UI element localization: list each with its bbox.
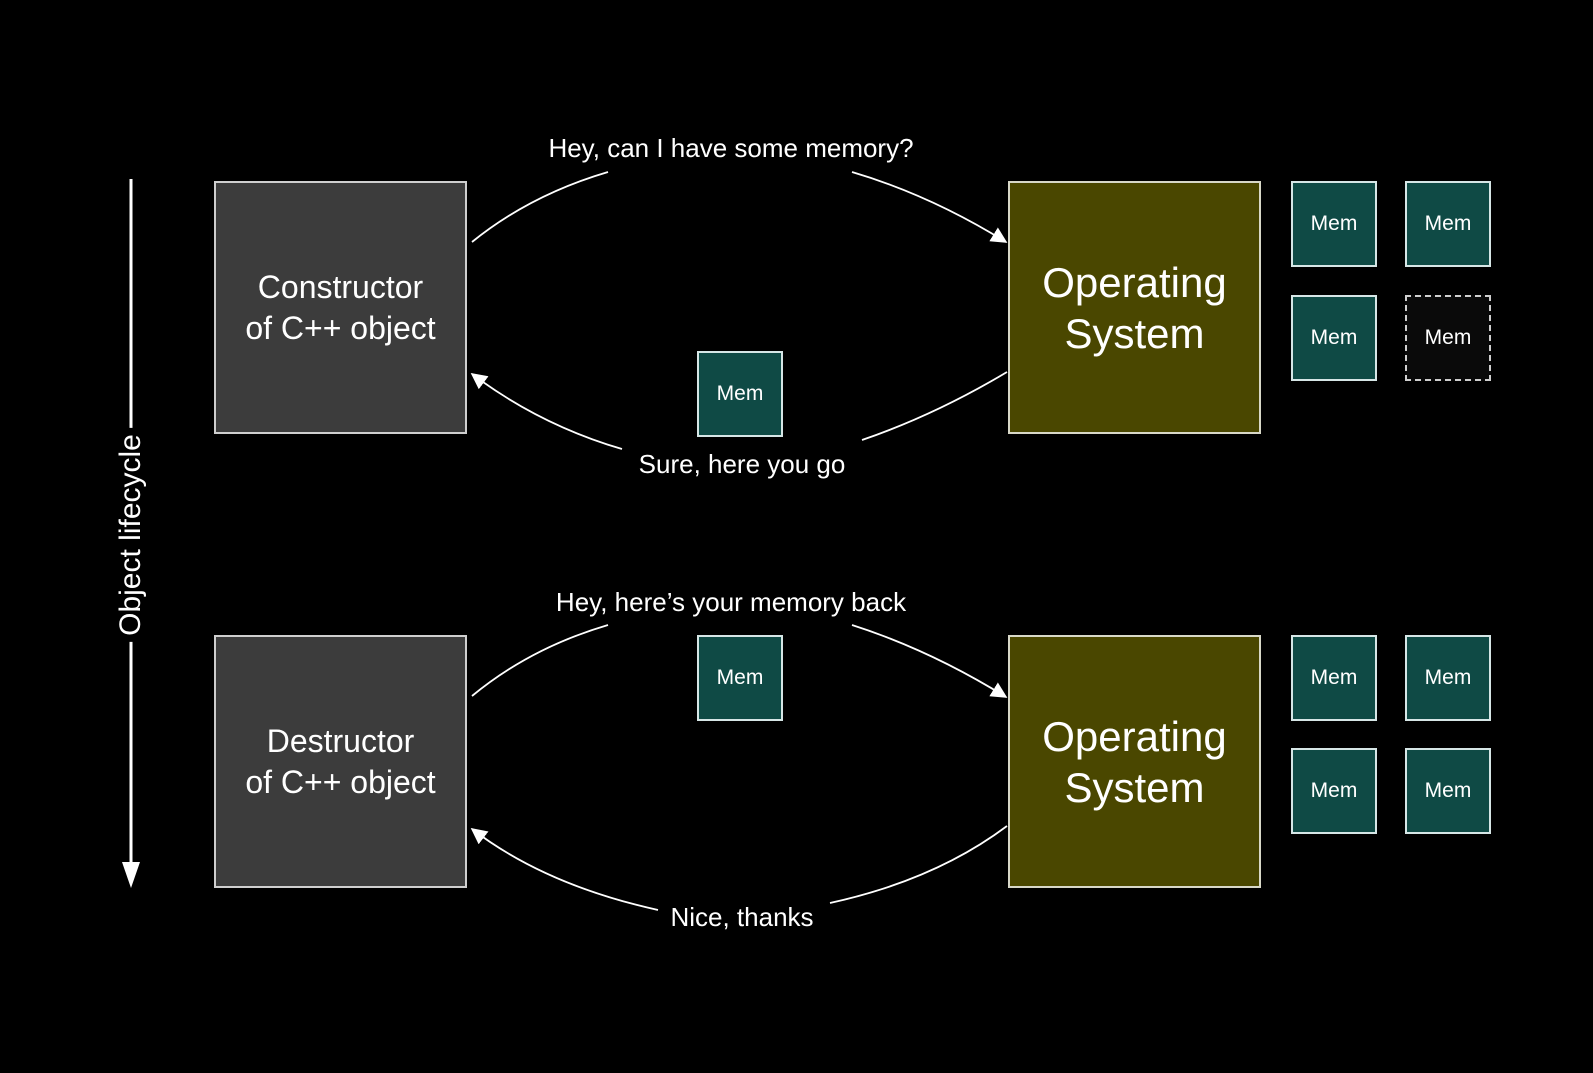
constructor-response-label: Sure, here you go (638, 449, 846, 479)
destructor-box: Destructor of C++ object (214, 635, 467, 888)
destructor-transfer-mem-block: Mem (697, 635, 783, 721)
constructor-response-arc-left (470, 373, 623, 450)
constructor-box: Constructor of C++ object (214, 181, 467, 434)
constructor-request-arc-left (471, 171, 609, 243)
os-pool-mem-block: Mem (1405, 748, 1491, 834)
constructor-request-label: Hey, can I have some memory? (548, 133, 914, 163)
destructor-request-arc-right (851, 624, 1008, 698)
os-pool-mem-block: Mem (1291, 635, 1377, 721)
constructor-transfer-mem-block: Mem (697, 351, 783, 437)
os-pool-mem-block: Mem (1291, 295, 1377, 381)
destructor-response-arc-left (470, 828, 659, 911)
lifecycle-axis-arrowhead (122, 862, 140, 888)
constructor-request-arc-right (851, 171, 1008, 243)
os-pool-mem-slot-empty: Mem (1405, 295, 1491, 381)
object-lifecycle-label: Object lifecycle (114, 428, 148, 642)
destructor-request-label: Hey, here’s your memory back (555, 587, 907, 617)
os-pool-mem-block: Mem (1405, 635, 1491, 721)
os-box-destructor: Operating System (1008, 635, 1261, 888)
destructor-response-arc-right (829, 825, 1008, 904)
os-box-constructor: Operating System (1008, 181, 1261, 434)
constructor-response-arc-right (861, 371, 1008, 441)
destructor-response-label: Nice, thanks (670, 902, 814, 932)
os-pool-mem-block: Mem (1291, 748, 1377, 834)
os-pool-mem-block: Mem (1405, 181, 1491, 267)
os-pool-mem-block: Mem (1291, 181, 1377, 267)
destructor-request-arc-left (471, 624, 609, 697)
